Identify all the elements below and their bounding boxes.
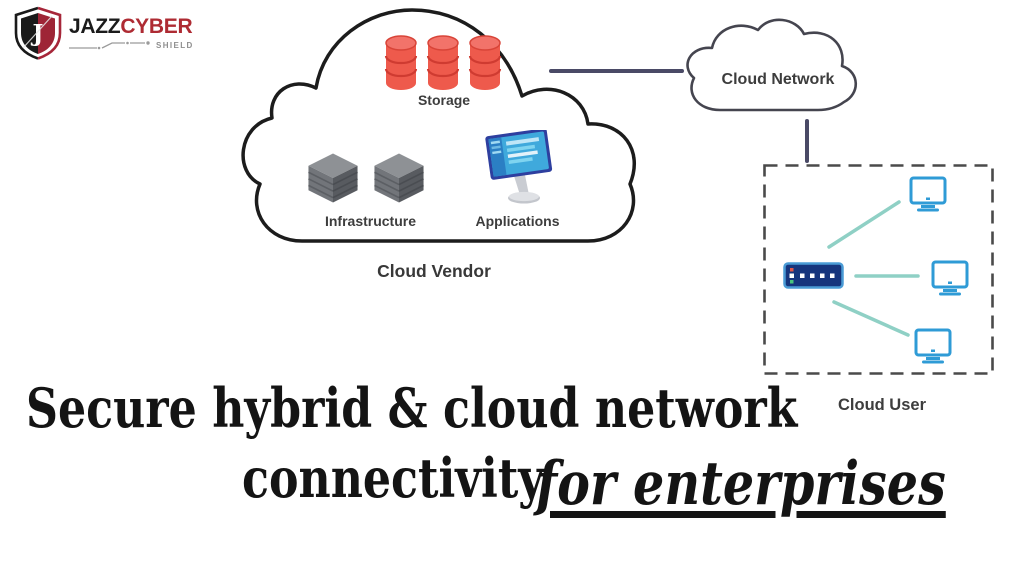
- network-switch-icon: [783, 262, 844, 289]
- lan-links: [827, 200, 920, 337]
- brand-wordmark: JAZZCYBER: [69, 16, 194, 37]
- cloud-user-label: Cloud User: [837, 396, 926, 414]
- database-icon: [468, 35, 502, 90]
- workstation-icon: [914, 328, 952, 364]
- infrastructure-label: Infrastructure: [324, 213, 417, 229]
- circuit-trace-icon: [69, 41, 150, 50]
- headline-line-1: Secure hybrid & cloud network: [26, 376, 798, 440]
- workstation-icon: [909, 176, 947, 212]
- cloud-network-label: Cloud Network: [721, 71, 835, 88]
- storage-label: Storage: [417, 92, 471, 108]
- brand-logo: J JAZZCYBER SHIELD: [12, 6, 194, 60]
- server-stack-icon: [374, 153, 424, 203]
- vendor-network-link: [549, 69, 684, 73]
- brand-name-jazz: JAZZ: [69, 15, 121, 38]
- cloud-vendor-label: Cloud Vendor: [377, 261, 491, 281]
- headline-line-3: for enterprises: [536, 449, 946, 519]
- workstation-icon: [931, 260, 969, 296]
- server-stack-icon: [308, 153, 358, 203]
- database-icon: [384, 35, 418, 90]
- cloud-network-shape: [686, 18, 858, 112]
- brand-name-cyber: CYBER: [120, 15, 193, 38]
- network-user-link: [805, 119, 809, 163]
- applications-label: Applications: [475, 213, 560, 229]
- shield-logo-icon: J: [14, 6, 62, 60]
- application-monitor-icon: [485, 130, 553, 204]
- database-icon: [426, 35, 460, 90]
- headline-line-2: connectivity: [242, 446, 545, 510]
- cloud-user-boundary: [763, 164, 994, 375]
- shield-monogram: J: [31, 20, 44, 47]
- brand-tagline: SHIELD: [156, 41, 194, 50]
